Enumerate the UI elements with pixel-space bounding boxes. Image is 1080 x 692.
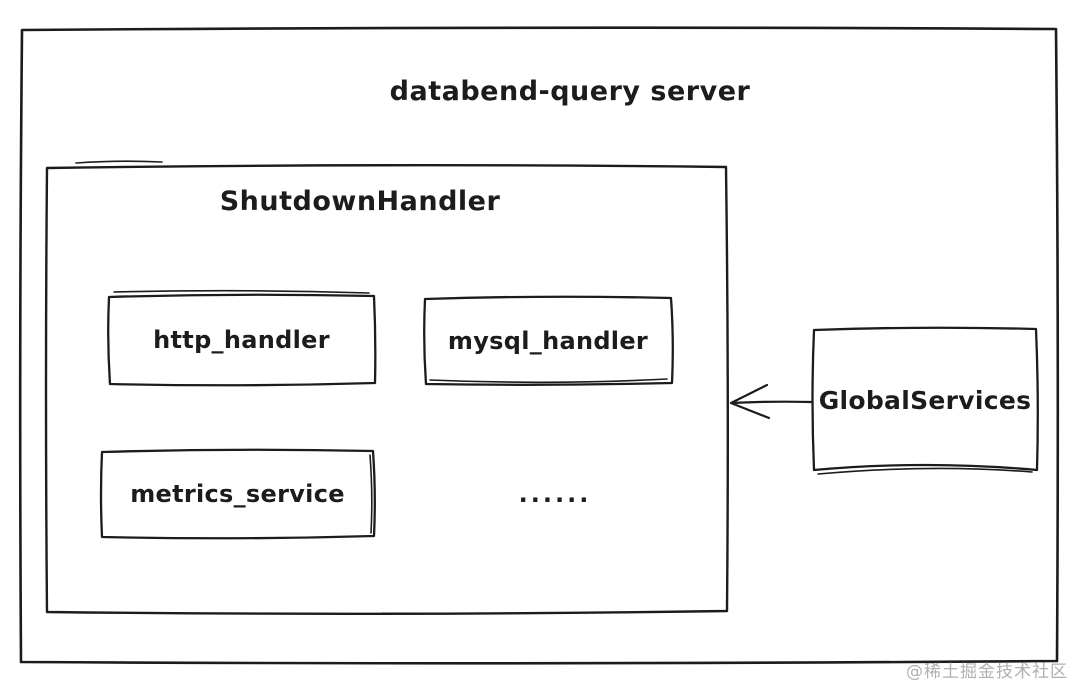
node-metrics-service-label: metrics_service [130, 480, 345, 508]
global-to-shutdown-arrow [729, 383, 813, 420]
outer-frame [18, 26, 1060, 665]
node-mysql-handler-label: mysql_handler [447, 327, 649, 355]
node-metrics-service: metrics_service [101, 451, 374, 537]
node-http-handler: http_handler [108, 296, 375, 384]
node-global-services: GlobalServices [813, 329, 1037, 471]
global-services-box [811, 326, 1039, 472]
stroke-group [18, 26, 1060, 665]
metrics-service-box [99, 448, 376, 540]
node-http-handler-label: http_handler [153, 326, 330, 354]
http-handler-box-overdraw [113, 289, 370, 294]
watermark: @稀土掘金技术社区 [906, 662, 1068, 682]
metrics-service-box-overdraw [369, 454, 373, 534]
http-handler-box [107, 293, 377, 387]
shutdown-handler-box [44, 164, 729, 615]
diagram-title: databend-query server [389, 76, 751, 107]
node-mysql-handler: mysql_handler [424, 298, 672, 384]
node-global-services-label: GlobalServices [818, 385, 1032, 415]
global-services-box-overdraw [817, 467, 1033, 475]
mysql-handler-box [423, 295, 674, 386]
ellipsis-label: ...... [518, 480, 592, 508]
shutdown-handler-box-overdraw [75, 160, 163, 164]
shutdown-handler-label: ShutdownHandler [219, 186, 501, 217]
mysql-handler-box-overdraw [429, 378, 668, 384]
